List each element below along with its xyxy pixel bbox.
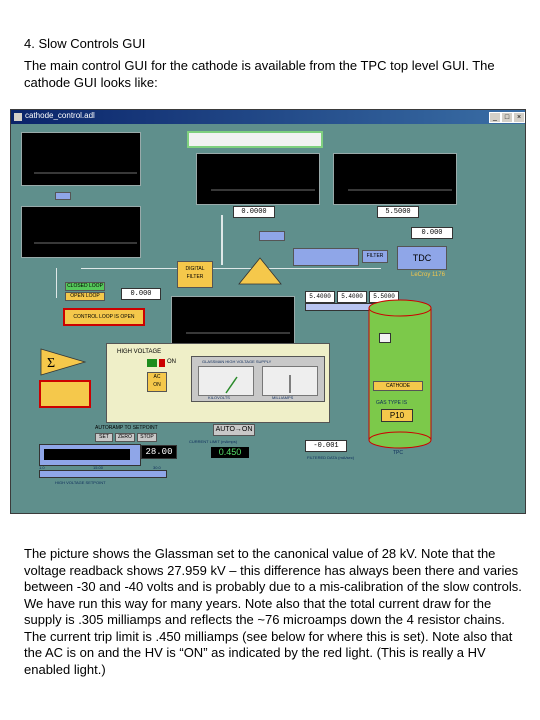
ac-on-button[interactable]: AC ON: [147, 372, 167, 392]
setpoint-bar: [44, 449, 130, 460]
sigma-symbol: Σ: [47, 356, 55, 371]
zero-button[interactable]: ZERO: [115, 433, 135, 442]
hv-red-light: [159, 359, 165, 367]
app-icon: [14, 113, 22, 121]
kilovolts-label: KILOVOLTS: [208, 395, 230, 400]
milliamps-meter: [262, 366, 318, 396]
scope-right-readout: 5.5000: [377, 206, 419, 218]
cathode-indicator: [379, 333, 391, 343]
filter-block: FILTER: [362, 250, 388, 263]
wire: [56, 268, 57, 298]
maximize-icon[interactable]: □: [501, 112, 513, 123]
meter-housing: GLASSMAN HIGH VOLTAGE SUPPLY KILOVOLTS M…: [191, 356, 325, 402]
left-small-button[interactable]: [55, 192, 71, 200]
digital-filter-block: DIGITAL FILTER: [177, 261, 213, 288]
lecroy-label: LeCroy 1176: [411, 272, 445, 278]
scope-right-top: [333, 153, 457, 205]
setpoint-slider[interactable]: [39, 470, 167, 478]
sigma-amplifier: Σ: [40, 348, 87, 376]
cathode-label: CATHODE: [373, 381, 423, 391]
scope-center-mid: [171, 296, 295, 348]
body-paragraph: The picture shows the Glassman set to th…: [24, 546, 522, 677]
bar-readout-a: 5.4000: [305, 291, 335, 303]
hv-panel: HIGH VOLTAGE ON AC ON GLASSMAN HIGH VOLT…: [106, 343, 330, 423]
bar-readout-b: 5.4000: [337, 291, 367, 303]
filtered-readback: -0.001: [305, 440, 347, 452]
close-icon[interactable]: ×: [513, 112, 525, 123]
current-limit-label: CURRENT LIMIT (mAmps): [189, 439, 238, 444]
intro-paragraph: The main control GUI for the cathode is …: [24, 58, 495, 90]
section-heading: 4. Slow Controls GUI: [24, 36, 146, 51]
milliamps-label: MILLIAMPS: [272, 395, 294, 400]
set-button[interactable]: SET: [95, 433, 113, 442]
tpc-cylinder: [368, 299, 432, 449]
hv-on-label: ON: [167, 359, 176, 365]
cathode-gui-screenshot: cathode_control.adl _ □ × 0.0000 5.5000 …: [10, 109, 526, 514]
right-mid-readout: 0.000: [411, 227, 453, 239]
tpc-label: TPC: [393, 450, 403, 456]
slider-min: 1.0: [39, 465, 45, 470]
center-small-button[interactable]: [259, 231, 285, 241]
setpoint-bar-frame: [39, 444, 141, 466]
tdc-block: TDC: [397, 246, 447, 270]
minimize-icon[interactable]: _: [489, 112, 501, 123]
scope-center-readout: 0.0000: [233, 206, 275, 218]
gas-type-value: P10: [381, 409, 413, 422]
hv-panel-title: HIGH VOLTAGE: [117, 349, 162, 355]
hv-setpoint-readout: 28.00: [141, 445, 177, 459]
scope-center-top: [196, 153, 320, 205]
open-loop-button[interactable]: OPEN LOOP: [65, 292, 105, 301]
connect-block: [293, 248, 359, 266]
kilovolts-meter: [198, 366, 254, 396]
amplifier-triangle: [238, 257, 282, 285]
closed-loop-button[interactable]: CLOSED LOOP: [65, 282, 105, 291]
scope-left-top: [21, 132, 141, 186]
slider-max: 30.0: [153, 465, 161, 470]
wire: [81, 268, 381, 269]
limit-status-block: [39, 380, 91, 408]
filtered-label: FILTERED DATA (mA/sec): [307, 455, 355, 460]
wire: [221, 215, 223, 265]
control-loop-status: CONTROL LOOP IS OPEN: [63, 308, 145, 326]
trip-limit-readout: 0.450: [211, 447, 249, 458]
left-mid-readout: 0.000: [121, 288, 161, 300]
meters-title: GLASSMAN HIGH VOLTAGE SUPPLY: [202, 359, 272, 364]
gas-type-label: GAS TYPE IS: [376, 400, 408, 406]
slider-mid: 15.00: [93, 465, 104, 470]
setpoint-label: HIGH VOLTAGE SETPOINT: [55, 480, 106, 485]
autoramp-label: AUTORAMP TO SETPOINT: [95, 425, 158, 431]
stop-button[interactable]: STOP: [137, 433, 157, 442]
auto-on-toggle[interactable]: AUTO→ON: [213, 424, 255, 436]
window-titlebar: cathode_control.adl _ □ ×: [11, 110, 525, 124]
hv-on-indicator: [147, 359, 157, 367]
window-title: cathode_control.adl: [25, 111, 95, 120]
scope-left-bottom: [21, 206, 141, 258]
status-strip: [187, 131, 323, 148]
